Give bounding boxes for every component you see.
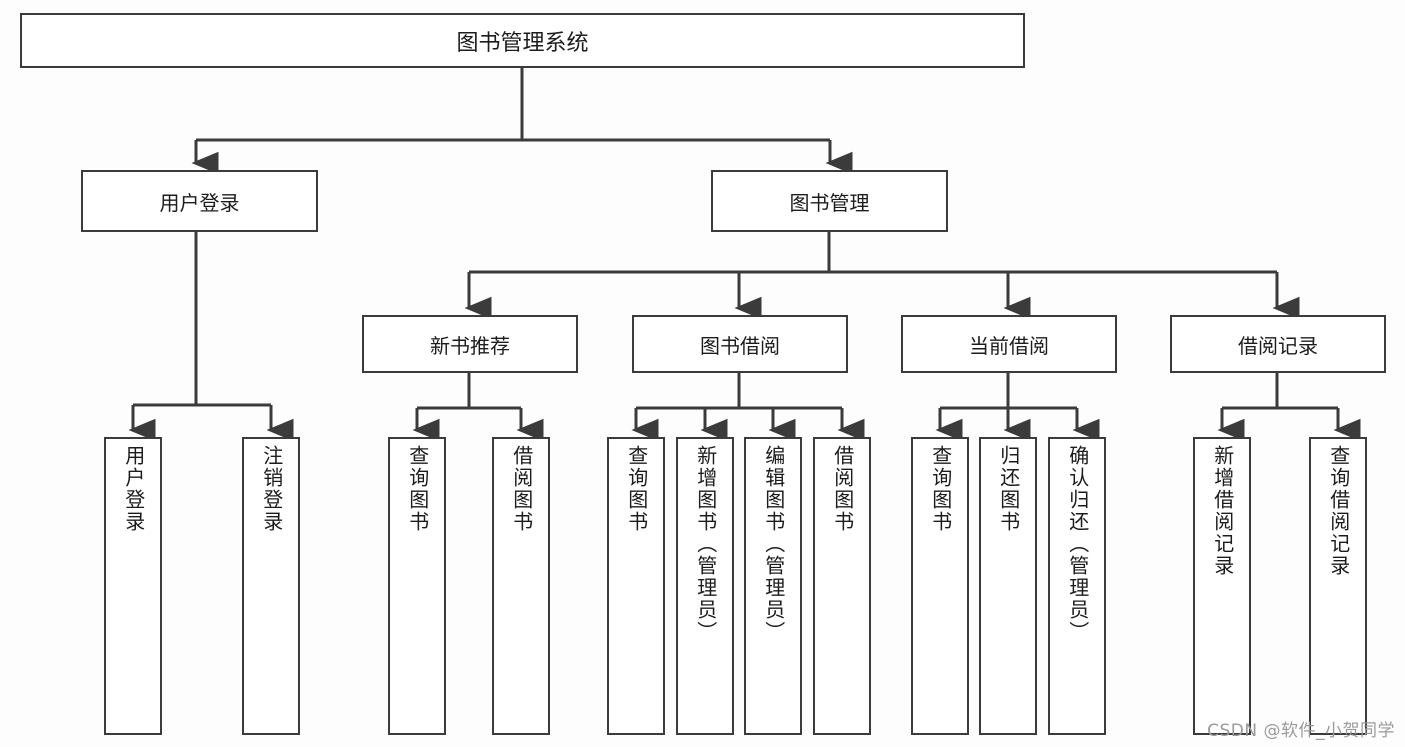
leaf-borrow-borrow-book[interactable]: 借阅图书 xyxy=(813,437,871,735)
node-book-management[interactable]: 图书管理 xyxy=(711,170,948,232)
node-current-borrow-label: 当前借阅 xyxy=(969,333,1049,358)
leaf-user-login-label: 用户登录 xyxy=(121,445,146,533)
leaf-current-confirm-return[interactable]: 确认归还（管理员） xyxy=(1048,437,1106,735)
leaf-current-return-book[interactable]: 归还图书 xyxy=(979,437,1037,735)
node-book-management-label: 图书管理 xyxy=(789,190,870,215)
leaf-user-logout-label: 注销登录 xyxy=(259,445,284,533)
leaf-recommend-query-book-label: 查询图书 xyxy=(405,445,430,533)
leaf-borrow-query-book-label: 查询图书 xyxy=(624,445,649,533)
node-root-system[interactable]: 图书管理系统 xyxy=(20,13,1025,68)
node-new-book-recommend-label: 新书推荐 xyxy=(430,333,510,358)
watermark: CSDN @软件_小贺同学 xyxy=(1207,721,1395,741)
leaf-record-query[interactable]: 查询借阅记录 xyxy=(1309,437,1367,735)
leaf-current-query-book-label: 查询图书 xyxy=(928,445,953,533)
leaf-user-login[interactable]: 用户登录 xyxy=(104,437,162,735)
leaf-borrow-add-book[interactable]: 新增图书（管理员） xyxy=(676,437,734,735)
node-root-label: 图书管理系统 xyxy=(456,30,589,56)
leaf-borrow-edit-book-label: 编辑图书（管理员） xyxy=(761,445,786,643)
leaf-record-query-label: 查询借阅记录 xyxy=(1326,445,1351,577)
leaf-borrow-query-book[interactable]: 查询图书 xyxy=(607,437,665,735)
node-book-borrow-label: 图书借阅 xyxy=(700,333,780,358)
leaf-recommend-borrow-book-label: 借阅图书 xyxy=(509,445,534,533)
node-borrow-record-label: 借阅记录 xyxy=(1238,333,1318,358)
node-borrow-record[interactable]: 借阅记录 xyxy=(1170,315,1386,373)
leaf-borrow-add-book-label: 新增图书（管理员） xyxy=(693,445,718,643)
node-book-borrow[interactable]: 图书借阅 xyxy=(632,315,848,373)
leaf-recommend-query-book[interactable]: 查询图书 xyxy=(388,437,446,735)
node-new-book-recommend[interactable]: 新书推荐 xyxy=(362,315,578,373)
leaf-current-return-book-label: 归还图书 xyxy=(996,445,1021,533)
leaf-record-add-label: 新增借阅记录 xyxy=(1210,445,1235,577)
node-current-borrow[interactable]: 当前借阅 xyxy=(901,315,1117,373)
leaf-recommend-borrow-book[interactable]: 借阅图书 xyxy=(492,437,550,735)
leaf-record-add[interactable]: 新增借阅记录 xyxy=(1193,437,1251,735)
node-user-login-label: 用户登录 xyxy=(159,190,240,215)
leaf-current-confirm-return-label: 确认归还（管理员） xyxy=(1065,445,1090,643)
leaf-borrow-borrow-book-label: 借阅图书 xyxy=(830,445,855,533)
node-user-login[interactable]: 用户登录 xyxy=(81,170,318,232)
leaf-current-query-book[interactable]: 查询图书 xyxy=(911,437,969,735)
leaf-user-logout[interactable]: 注销登录 xyxy=(242,437,300,735)
leaf-borrow-edit-book[interactable]: 编辑图书（管理员） xyxy=(744,437,802,735)
